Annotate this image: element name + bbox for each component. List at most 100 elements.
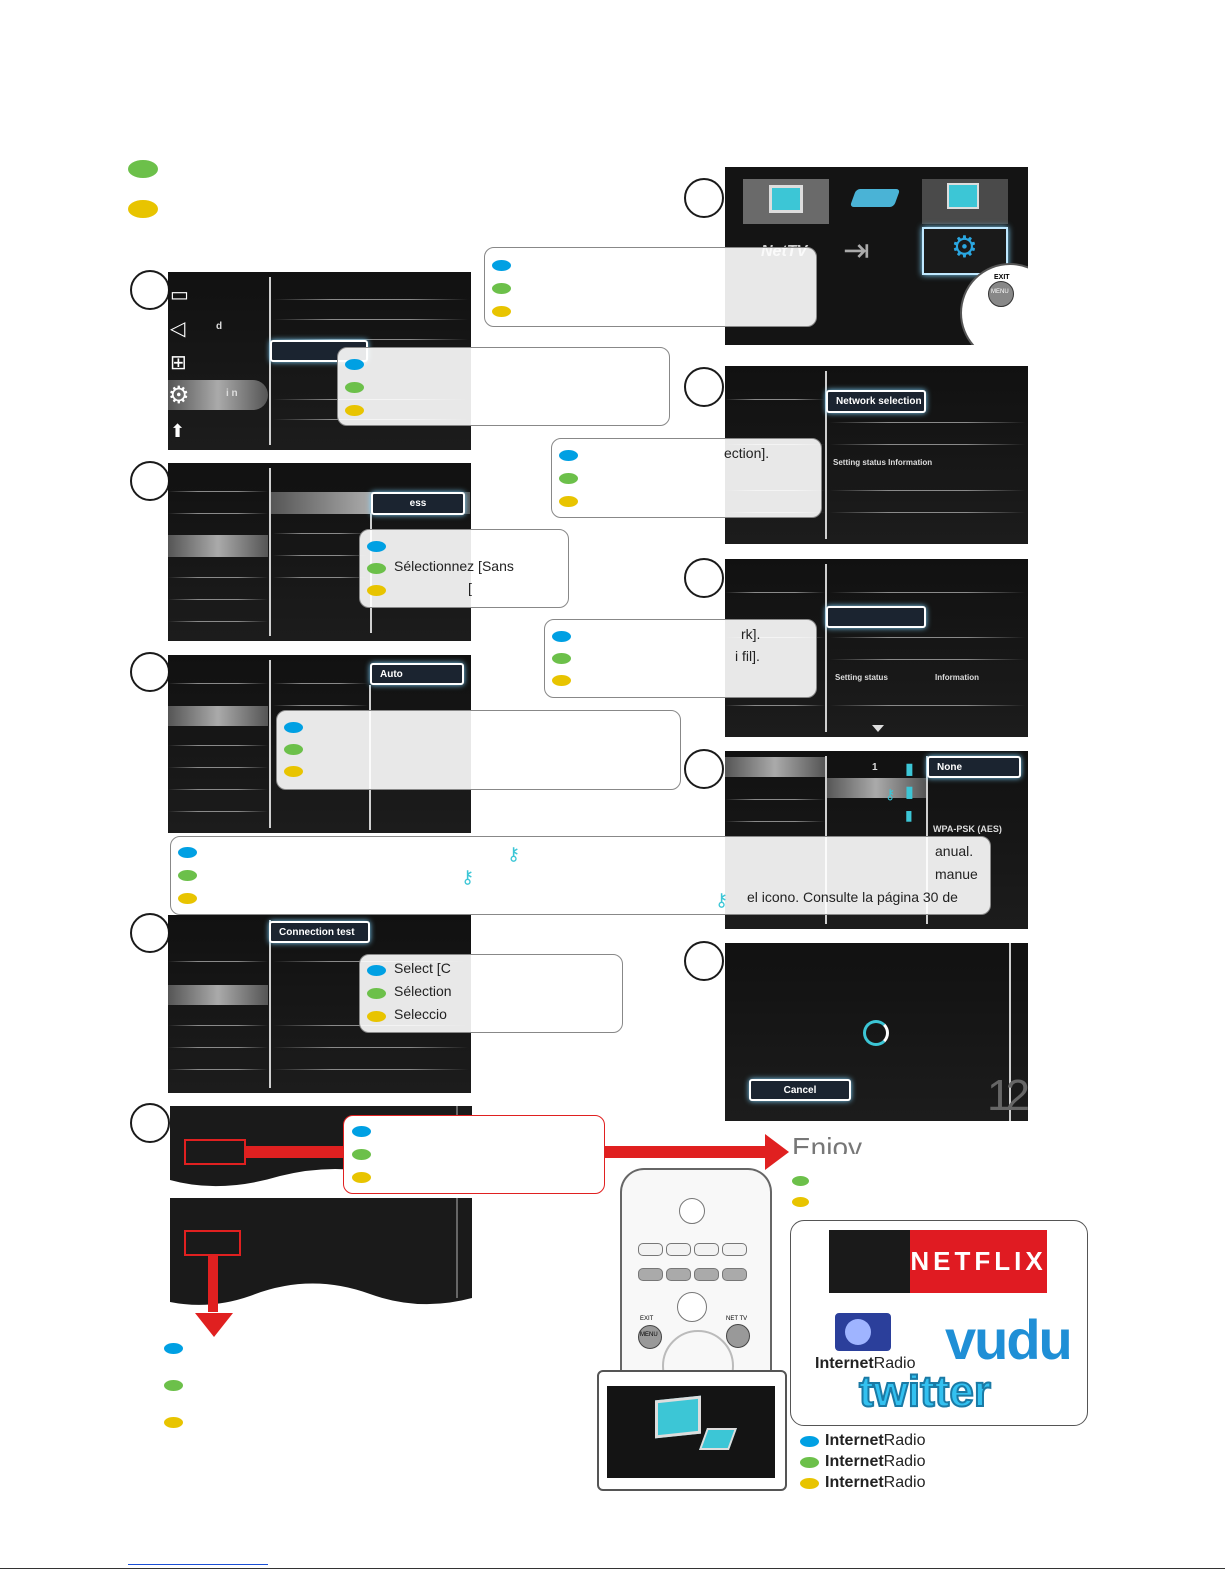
right-arrow-shaft [603,1146,768,1158]
green-dot [178,870,197,881]
green-dot [367,563,386,574]
yellow-dot [552,675,571,686]
network-selection-box[interactable]: Network selection [826,390,926,413]
connecting-screen: Cancel 12 [725,943,1028,1121]
home-screen-preview [607,1386,775,1478]
down-arrow-icon [195,1313,233,1337]
cancel-button[interactable]: Cancel [749,1079,851,1101]
remote-exit-label: EXIT [640,1316,654,1322]
remote-button[interactable] [666,1268,691,1281]
blue-dot [345,359,364,370]
step-network-callout: ection]. [551,438,822,518]
key-icon: ⚷ [507,844,521,864]
yellow-dot [284,766,303,777]
step-home-callout [484,247,817,327]
green-dot [345,382,364,393]
remote-nettv-button[interactable] [726,1324,750,1348]
information-label: Information [935,673,979,682]
selected-row-highlight [168,380,268,410]
display-icon: ▭ [170,284,189,306]
remote-button[interactable] [666,1243,691,1256]
remote-ok-button[interactable] [677,1292,707,1322]
remote-top-button[interactable] [679,1198,705,1224]
remote-button[interactable] [722,1268,747,1281]
wireless-screen: Setting status Information [725,559,1028,737]
yellow-dot [559,496,578,507]
usb-icon[interactable] [849,189,901,207]
key-icon-3: ⚷ [715,890,729,910]
remote-button[interactable] [722,1243,747,1256]
scroll-down-icon[interactable] [872,725,884,732]
auto-box[interactable]: Auto [370,663,464,685]
step-wireless-number-circle [684,558,724,598]
legend-yellow-dot [128,200,158,218]
yellow-dot [492,306,511,317]
green-dot [284,744,303,755]
step-5-number-circle [130,1103,170,1143]
menu-divider [269,920,271,1088]
blue-dot [284,722,303,733]
right-arrow-icon [765,1134,789,1170]
tv-icon [655,1395,701,1439]
remote-button[interactable] [638,1268,663,1281]
setup-gear-icon: ⚙ [951,231,978,264]
yellow-dot [178,893,197,904]
bottom-blue-dot [164,1343,183,1354]
green-dot [352,1149,371,1160]
netflix-logo[interactable]: NETFLIX [910,1230,1047,1293]
signal-strength-icon: ▮ [905,761,914,778]
menu-divider [269,660,271,828]
loading-spinner-icon [863,1020,889,1046]
footer-rule [0,1568,1225,1569]
step-2-callout: Sélectionnez [Sans [ [359,529,569,608]
input-icon[interactable]: ⇥ [843,232,870,268]
selected-row-highlight [168,535,268,557]
ir-green-dot [800,1457,819,1468]
remote-menu-label: MENU [991,289,1009,295]
step-5-callout [343,1115,605,1194]
screen-edge-line [1009,943,1011,1121]
remote-button[interactable] [638,1243,663,1256]
step-3-callout [276,710,681,790]
sound-icon: ◁ [170,318,186,340]
selected-row-highlight [725,757,825,777]
remote-menu-button[interactable] [988,281,1014,307]
update-icon: ⬆ [170,421,186,441]
step-home-number-circle [684,178,724,218]
signal-strength-icon-2: ▮ [905,784,914,801]
step-2-screen: ess [168,463,471,641]
menu-divider [825,564,827,732]
signal-strength-icon-3: ▮ [905,807,913,823]
internet-radio-logo-text: InternetRadio [815,1355,916,1372]
menu-divider [269,468,271,636]
enjoy-green-dot [792,1176,809,1186]
legend-green-dot [128,160,158,178]
menu-divider [825,371,827,539]
yellow-dot [367,585,386,596]
enjoy-heading: Enjoy you [792,1132,863,1154]
setting-status-text: Setting status Information [833,458,933,467]
bottom-yellow-dot [164,1417,183,1428]
wireless-highlight-box[interactable] [826,606,926,628]
twitter-logo[interactable]: twitter [858,1366,992,1417]
enjoy-yellow-dot [792,1197,809,1207]
remote-nettv-label: NET TV [726,1316,748,1322]
connection-test-box[interactable]: Connection test [269,921,370,943]
none-box[interactable]: None [927,756,1021,778]
bottom-green-dot [164,1380,183,1391]
remote-menu-button[interactable] [638,1325,662,1349]
remote-exit-label: EXIT [994,274,1010,281]
step-2-highlight-box[interactable]: ess [371,492,465,515]
setting-status-label: Setting status [835,673,888,682]
blue-dot [367,965,386,976]
vudu-logo[interactable]: vudu [945,1308,1073,1371]
remote-button[interactable] [694,1243,719,1256]
remote-button[interactable] [694,1268,719,1281]
home-screen-zoom [597,1370,787,1491]
green-dot [559,473,578,484]
yellow-dot [345,405,364,416]
blue-dot [492,260,511,271]
footer-link-underline[interactable] [128,1564,268,1565]
remote-menu-label: MENU [640,1332,658,1338]
services-panel: NETFLIX InternetRadio vudu twitter [790,1220,1088,1426]
